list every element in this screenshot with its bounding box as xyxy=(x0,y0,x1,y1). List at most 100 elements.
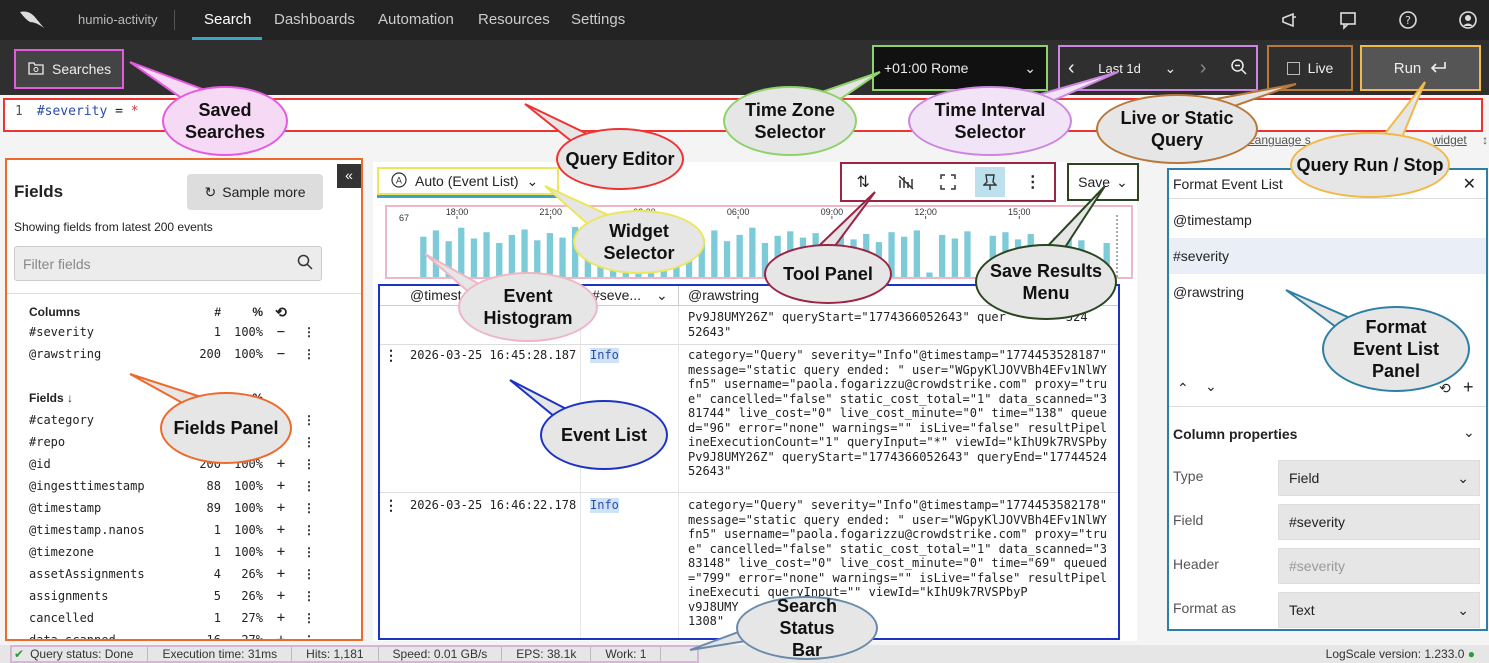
reset-icon[interactable]: ⟲ xyxy=(1439,380,1451,396)
tab-search[interactable]: Search xyxy=(204,11,252,28)
interval-value[interactable]: Last 1d xyxy=(1098,60,1141,76)
tab-resources[interactable]: Resources xyxy=(478,11,550,28)
histogram-bar[interactable] xyxy=(534,240,541,277)
more-vertical-icon[interactable]: ⋮ xyxy=(303,413,315,427)
histogram-bar[interactable] xyxy=(711,230,718,277)
add-field-icon[interactable]: + xyxy=(276,610,286,626)
histogram-bar[interactable] xyxy=(964,231,971,277)
more-vertical-icon[interactable]: ⋮ xyxy=(303,457,315,471)
more-vertical-icon[interactable]: ⋮ xyxy=(303,633,315,641)
megaphone-icon[interactable] xyxy=(1280,10,1300,30)
add-field-icon[interactable]: + xyxy=(276,566,286,582)
add-field-icon[interactable]: + xyxy=(276,456,286,472)
histogram-bar[interactable] xyxy=(951,238,958,278)
histogram-bar[interactable] xyxy=(483,232,490,277)
user-avatar-icon[interactable] xyxy=(1458,10,1478,30)
sort-icon[interactable]: ⇅ xyxy=(856,174,870,191)
column-header-rawstring[interactable]: @rawstring xyxy=(688,287,760,303)
chevron-down-icon[interactable]: ⌄ xyxy=(1463,424,1475,440)
remove-column-icon[interactable]: − xyxy=(276,346,286,362)
chevron-left-icon[interactable]: ‹ xyxy=(1068,56,1075,79)
widget-link[interactable]: widget xyxy=(1432,133,1467,147)
add-field-icon[interactable]: + xyxy=(276,632,286,641)
fullscreen-icon[interactable] xyxy=(933,167,963,197)
histogram-bar[interactable] xyxy=(761,243,769,277)
histogram-bar[interactable] xyxy=(749,227,756,277)
row-menu-icon[interactable]: ⋮ xyxy=(384,497,398,513)
hide-histogram-icon[interactable] xyxy=(891,167,921,197)
widget-selector[interactable]: A Auto (Event List) ⌄ xyxy=(377,167,559,195)
add-field-icon[interactable]: + xyxy=(276,500,286,516)
format-column-item[interactable]: @timestamp xyxy=(1173,212,1252,228)
field-input[interactable]: #severity xyxy=(1278,504,1480,540)
more-vertical-icon[interactable]: ⋮ xyxy=(303,589,315,603)
histogram-bar[interactable] xyxy=(546,233,553,277)
tab-settings[interactable]: Settings xyxy=(571,11,626,28)
histogram-bar[interactable] xyxy=(939,234,946,277)
saved-searches-button[interactable]: Searches xyxy=(14,49,124,89)
tab-automation[interactable]: Automation xyxy=(378,11,454,28)
histogram-bar[interactable] xyxy=(420,236,427,277)
chevron-down-icon[interactable]: ⌄ xyxy=(656,287,668,303)
histogram-bar[interactable] xyxy=(901,236,908,277)
more-vertical-icon[interactable]: ⋮ xyxy=(303,325,315,339)
save-results-menu[interactable]: Save ⌄ xyxy=(1067,163,1139,201)
reset-columns-icon[interactable]: ⟲ xyxy=(275,303,287,320)
more-vertical-icon[interactable]: ⋮ xyxy=(303,347,315,361)
tab-dashboards[interactable]: Dashboards xyxy=(274,11,355,28)
more-vertical-icon[interactable]: ⋮ xyxy=(303,501,315,515)
histogram-bar[interactable] xyxy=(723,241,731,277)
time-interval-selector[interactable]: ‹ Last 1d ⌄ › xyxy=(1058,45,1258,91)
more-vertical-icon[interactable]: ⋮ xyxy=(303,545,315,559)
histogram-bar[interactable] xyxy=(559,237,566,277)
falcon-logo-icon[interactable] xyxy=(18,8,46,32)
pin-icon[interactable] xyxy=(975,167,1006,197)
more-options-icon[interactable]: ⋮ xyxy=(1024,174,1041,191)
add-icon[interactable]: + xyxy=(1463,377,1474,397)
format-column-item[interactable]: @rawstring xyxy=(1173,284,1245,300)
filter-fields-input[interactable]: Filter fields xyxy=(14,246,322,281)
format-as-select[interactable]: Text⌄ xyxy=(1278,592,1480,628)
column-header-severity[interactable]: #seve... xyxy=(592,287,642,303)
type-select[interactable]: Field⌄ xyxy=(1278,460,1480,496)
run-button[interactable]: Run xyxy=(1360,45,1481,91)
chat-icon[interactable] xyxy=(1338,10,1358,30)
live-checkbox[interactable] xyxy=(1286,61,1300,75)
live-toggle[interactable]: Live xyxy=(1267,45,1353,91)
column-header-timestamp[interactable]: @timest xyxy=(410,287,462,303)
header-input[interactable]: #severity xyxy=(1278,548,1480,584)
collapse-panel-button[interactable]: « xyxy=(337,164,361,188)
row-menu-icon[interactable]: ⋮ xyxy=(384,347,398,363)
format-column-item-selected[interactable]: #severity xyxy=(1169,238,1486,274)
chevron-right-icon[interactable]: › xyxy=(1199,56,1207,79)
more-vertical-icon[interactable]: ⋮ xyxy=(303,567,315,581)
more-vertical-icon[interactable]: ⋮ xyxy=(303,435,315,449)
histogram-bar[interactable] xyxy=(521,229,528,278)
sample-more-button[interactable]: ↻ Sample more xyxy=(187,174,323,210)
zoom-out-icon[interactable] xyxy=(1230,58,1248,79)
more-vertical-icon[interactable]: ⋮ xyxy=(303,611,315,625)
histogram-bar[interactable] xyxy=(508,234,515,277)
histogram-bar[interactable] xyxy=(445,241,452,277)
help-icon[interactable]: ? xyxy=(1398,10,1418,30)
close-icon[interactable]: ✕ xyxy=(1462,176,1476,193)
add-field-icon[interactable]: + xyxy=(276,544,286,560)
language-syntax-link[interactable]: Language s xyxy=(1248,133,1311,147)
add-field-icon[interactable]: + xyxy=(276,478,286,494)
histogram-bar[interactable] xyxy=(736,234,743,277)
histogram-bar[interactable] xyxy=(926,272,933,278)
move-up-icon[interactable]: ⌃ xyxy=(1177,380,1189,396)
repository-name[interactable]: humio-activity xyxy=(78,12,158,27)
histogram-bar[interactable] xyxy=(458,227,465,277)
column-row[interactable]: #severity 1 100% − ⋮ xyxy=(29,321,329,343)
more-vertical-icon[interactable]: ⋮ xyxy=(303,479,315,493)
